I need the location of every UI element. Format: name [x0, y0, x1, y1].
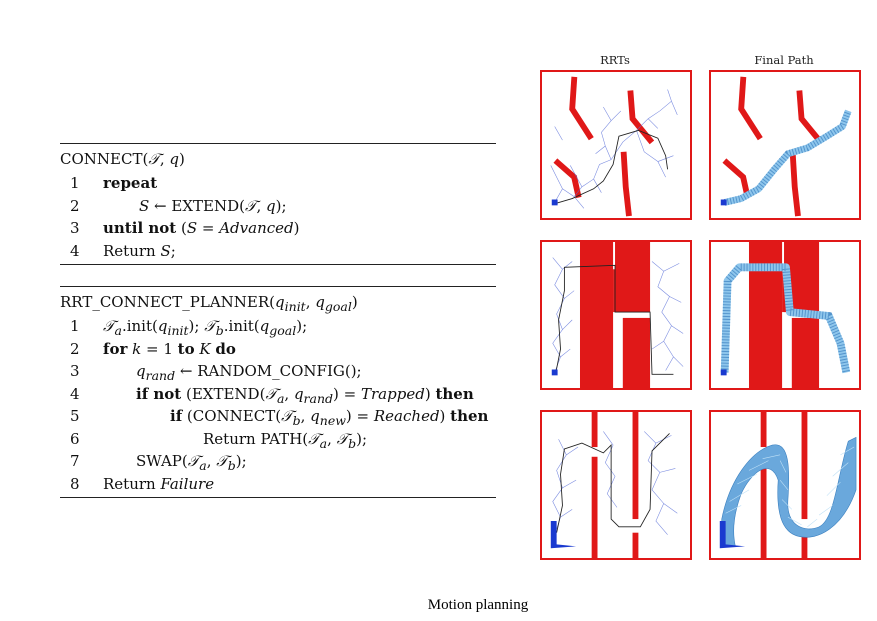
code-line: 1 𝒯a.init(qinit); 𝒯b.init(qgoal); [60, 315, 496, 338]
final-path-sweep [721, 436, 857, 547]
column-header-final-path: Final Path [754, 53, 814, 67]
code-line: 4 Return S; [60, 240, 496, 263]
code-text: Return PATH(𝒯a, 𝒯b); [203, 429, 368, 451]
code-text: for k = 1 to K do [103, 339, 236, 358]
line-number: 2 [70, 339, 80, 358]
final-path-sweep [720, 263, 851, 374]
rrt-panel-row1 [540, 70, 692, 220]
code-line: 6 Return PATH(𝒯a, 𝒯b); [60, 428, 496, 451]
start-marker [551, 199, 558, 206]
line-number: 6 [70, 429, 80, 448]
code-line: 8 Return Failure [60, 473, 496, 496]
rrt-connection-path [555, 264, 674, 375]
final-path-plot [719, 412, 857, 558]
code-text: repeat [103, 174, 158, 192]
final-path-panel-row2 [709, 240, 861, 390]
top-rule [60, 286, 496, 287]
code-text: until not (S = Advanced) [103, 219, 300, 237]
line-number: 3 [70, 362, 80, 380]
obstacle [620, 151, 632, 217]
code-line: 2 for k = 1 to K do [60, 338, 496, 361]
code-text: SWAP(𝒯a, 𝒯b); [136, 452, 247, 473]
rrt-panel-row3 [540, 410, 692, 560]
code-line: 3 until not (S = Advanced) [60, 217, 496, 240]
code-line: 3 qrand ← RANDOM_CONFIG(); [60, 360, 496, 383]
code-text: Return S; [103, 241, 176, 260]
obstacle [579, 242, 614, 388]
algorithm-rrt-connect-planner: RRT_CONNECT_PLANNER(qinit, qgoal) 1 𝒯a.i… [60, 286, 496, 498]
final-path [720, 263, 851, 374]
obstacle [791, 317, 820, 388]
final-path-plot [720, 76, 852, 217]
final-path-sweep [723, 109, 852, 206]
rrt-plot [550, 412, 678, 558]
rrt-panel-row2 [540, 240, 692, 390]
line-number: 1 [70, 174, 80, 192]
start-marker [720, 369, 727, 376]
code-text: if not (EXTEND(𝒯a, qrand) = Trapped) the… [136, 384, 474, 406]
obstacle [569, 76, 594, 141]
start-marker [719, 521, 746, 549]
bottom-rule [60, 264, 496, 265]
obstacles [591, 412, 639, 558]
code-text: if (CONNECT(𝒯b, qnew) = Reached) then [170, 407, 489, 428]
top-rule [60, 143, 496, 144]
rrt-plot [550, 76, 678, 217]
final-path-panel-row1 [709, 70, 861, 220]
obstacle [796, 90, 824, 145]
code-text: 𝒯a.init(qinit); 𝒯b.init(qgoal); [103, 317, 308, 338]
algorithm-title: CONNECT(𝒯, q) [60, 150, 185, 168]
obstacle [738, 76, 763, 141]
obstacle [613, 269, 619, 313]
line-number: 4 [70, 241, 80, 260]
obstacle [722, 158, 751, 199]
algorithm-connect: CONNECT(𝒯, q) 1 repeat 2 S ← EXTEND(𝒯, q… [60, 143, 496, 265]
rrt-plot [551, 242, 684, 388]
line-number: 4 [70, 384, 80, 403]
code-text: Return Failure [103, 474, 215, 493]
line-number: 5 [70, 407, 80, 425]
figure-caption: Motion planning [427, 597, 529, 613]
obstacle [615, 242, 651, 313]
keyword: until not [103, 219, 177, 237]
start-marker [720, 199, 727, 206]
obstacle [553, 158, 582, 199]
code-text: S ← EXTEND(𝒯, q); [139, 196, 287, 215]
line-number: 3 [70, 219, 80, 237]
code-line: 1 repeat [60, 172, 496, 195]
rrt-connection-path [555, 129, 669, 204]
start-marker [551, 369, 558, 376]
code-text: qrand ← RANDOM_CONFIG(); [136, 362, 362, 383]
code-line: 4 if not (EXTEND(𝒯a, qrand) = Trapped) t… [60, 383, 496, 406]
obstacles [760, 412, 808, 558]
code-line: 7 SWAP(𝒯a, 𝒯b); [60, 450, 496, 473]
sweep-hatching [725, 446, 855, 528]
code-line: 5 if (CONNECT(𝒯b, qnew) = Reached) then [60, 405, 496, 428]
rrt-connection-path [556, 433, 670, 533]
code-line: 2 S ← EXTEND(𝒯, q); [60, 195, 496, 218]
line-number: 2 [70, 196, 80, 215]
algorithm-title: RRT_CONNECT_PLANNER(qinit, qgoal) [60, 293, 358, 314]
line-number: 7 [70, 452, 80, 470]
obstacle [622, 317, 651, 388]
final-path-panel-row3 [709, 410, 861, 560]
start-marker [550, 521, 577, 549]
final-path-plot [720, 242, 851, 388]
bottom-rule [60, 497, 496, 498]
line-number: 8 [70, 474, 80, 493]
obstacle [789, 151, 801, 217]
column-header-rrts: RRTs [600, 53, 630, 67]
tree-edges [552, 257, 684, 373]
line-number: 1 [70, 317, 80, 335]
